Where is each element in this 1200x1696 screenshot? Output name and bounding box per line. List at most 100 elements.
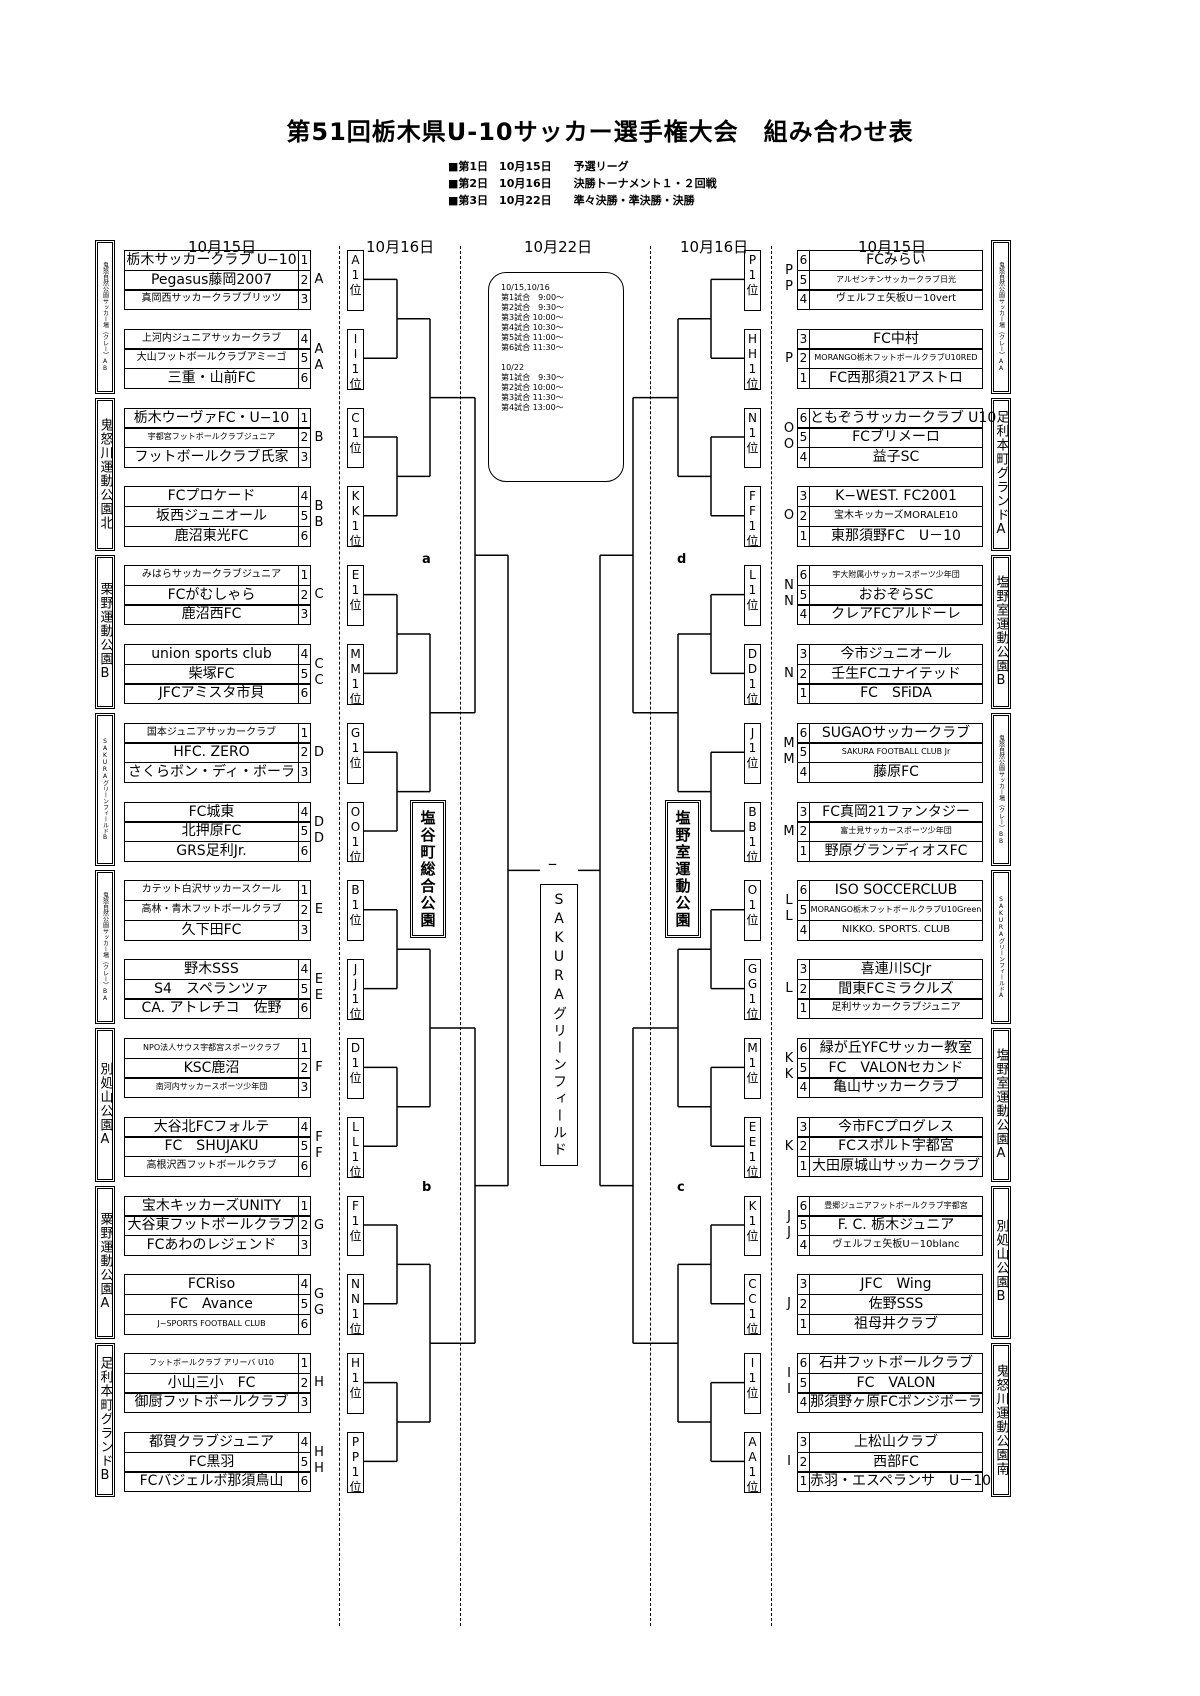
- venue-left: SAKURAグリーンフィールドB: [95, 712, 115, 867]
- rank-char: 位: [746, 534, 759, 549]
- group-label: L: [782, 981, 796, 997]
- group-letter: N: [784, 578, 794, 594]
- rank-char: B: [748, 819, 757, 834]
- venue-left: 栗野運動公園B: [95, 555, 115, 709]
- rank-char: G: [747, 977, 758, 992]
- rank-char: K: [748, 1198, 757, 1213]
- team-name: 大田原城山サッカークラブ: [809, 1156, 983, 1177]
- venue-left-final: 塩谷町総合公園: [410, 800, 446, 938]
- team-number: 3: [298, 1077, 311, 1099]
- team-number: 3: [298, 1234, 311, 1256]
- group-letter: B: [314, 429, 324, 445]
- group-letter: A: [314, 272, 324, 287]
- rank-char: 1: [351, 1149, 360, 1164]
- rank-char: N: [351, 1277, 360, 1292]
- group-letter: J: [787, 1208, 791, 1224]
- team-number: 3: [298, 919, 311, 941]
- venue-final: SAKURAグリーンフィールド: [540, 884, 578, 1166]
- rank-char: 位: [746, 913, 759, 928]
- match-time-box: 10/15,10/16 第1試合 9:00～ 第2試合 9:30～ 第3試合 1…: [488, 272, 624, 482]
- group-label: O: [782, 508, 796, 524]
- rank-char: K: [351, 489, 360, 504]
- team-number: 3: [298, 1392, 311, 1414]
- rank-char: 位: [746, 1007, 759, 1022]
- rank-char: D: [747, 647, 758, 661]
- schedule-line: ■第3日 10月22日 準々決勝・準決勝・決勝: [448, 194, 695, 207]
- group-letter: C: [314, 673, 324, 688]
- team-name: クレアFCアルドーレ: [809, 604, 983, 626]
- group-letter: N: [784, 666, 794, 681]
- schedule-line: ■第2日 10月16日 決勝トーナメント１・２回戦: [448, 177, 717, 190]
- group-letter: F: [315, 1129, 323, 1145]
- schedule: ■第1日 10月15日 予選リーグ■第2日 10月16日 決勝トーナメント１・２…: [448, 158, 717, 209]
- venue-left: 鬼怒川運動公園北: [95, 397, 115, 552]
- venue-label: 栗野運動公園B: [97, 581, 113, 682]
- group-letter: G: [313, 1303, 325, 1319]
- team-name: FC SFiDA: [809, 683, 983, 705]
- rank-char: K: [351, 504, 360, 519]
- rank-char: N: [748, 410, 757, 425]
- group-letter: E: [314, 902, 324, 918]
- group-letter: B: [314, 515, 324, 531]
- col-header-right-day1: 10月15日: [858, 238, 927, 256]
- venue-right: 鬼怒川運動公園南: [991, 1343, 1011, 1497]
- rank-char: E: [748, 1119, 757, 1134]
- venue-label: 塩野室運動公園A: [993, 1047, 1009, 1162]
- group-label: N: [782, 666, 796, 682]
- group-label: B: [312, 430, 326, 446]
- venue-right-final: 塩野室運動公園: [665, 800, 701, 938]
- group-letter: H: [314, 1445, 324, 1460]
- team-number: 6: [298, 998, 311, 1020]
- rank-char: 位: [349, 1071, 362, 1085]
- group-label: F: [312, 1060, 326, 1076]
- rank-char: H: [747, 331, 758, 346]
- venue-left-final-label: 塩谷町総合公園: [418, 809, 437, 929]
- team-number: 6: [298, 1156, 311, 1177]
- rank-char: F: [749, 504, 756, 519]
- rank-char: 位: [349, 1480, 362, 1494]
- rank-char: M: [350, 647, 361, 661]
- rank-char: E: [351, 568, 360, 583]
- rank-char: 位: [349, 598, 362, 613]
- team-name: 藤原FC: [809, 762, 983, 783]
- team-name: 亀山サッカークラブ: [809, 1077, 983, 1099]
- group-letter: A: [314, 357, 324, 373]
- team-number: 6: [298, 840, 311, 862]
- rank-char: 1: [351, 1307, 360, 1322]
- mark-c: c: [677, 1180, 685, 1195]
- rank-char: 1: [748, 583, 757, 598]
- rank-char: 位: [349, 534, 362, 549]
- venue-left: 足利本町グランドB: [95, 1343, 115, 1497]
- rank-char: 位: [349, 376, 362, 391]
- rank-char: L: [352, 1119, 359, 1134]
- group-letter: F: [315, 1145, 323, 1161]
- group-label: D: [312, 745, 326, 761]
- group-letter: P: [785, 350, 793, 366]
- rank-char: 位: [349, 440, 362, 455]
- group-label: G: [312, 1218, 326, 1234]
- team-name: 赤羽・エスペランサ U－10: [809, 1471, 991, 1493]
- team-number: 3: [298, 762, 311, 783]
- team-name: 那須野ヶ原FCボンジボーラ: [809, 1392, 983, 1414]
- rank-char: J: [353, 977, 358, 992]
- mark-d: d: [677, 552, 687, 567]
- rank-char: B: [351, 883, 360, 898]
- rank-char: H: [350, 1356, 361, 1371]
- group-label: P: [782, 351, 796, 367]
- divider: [460, 246, 461, 1626]
- rank-char: F: [749, 489, 756, 504]
- group-label: A: [312, 272, 326, 288]
- venue-right: 鬼怒自然公園サッカー場（クレー）BB: [991, 712, 1011, 867]
- group-letter: B: [314, 499, 324, 515]
